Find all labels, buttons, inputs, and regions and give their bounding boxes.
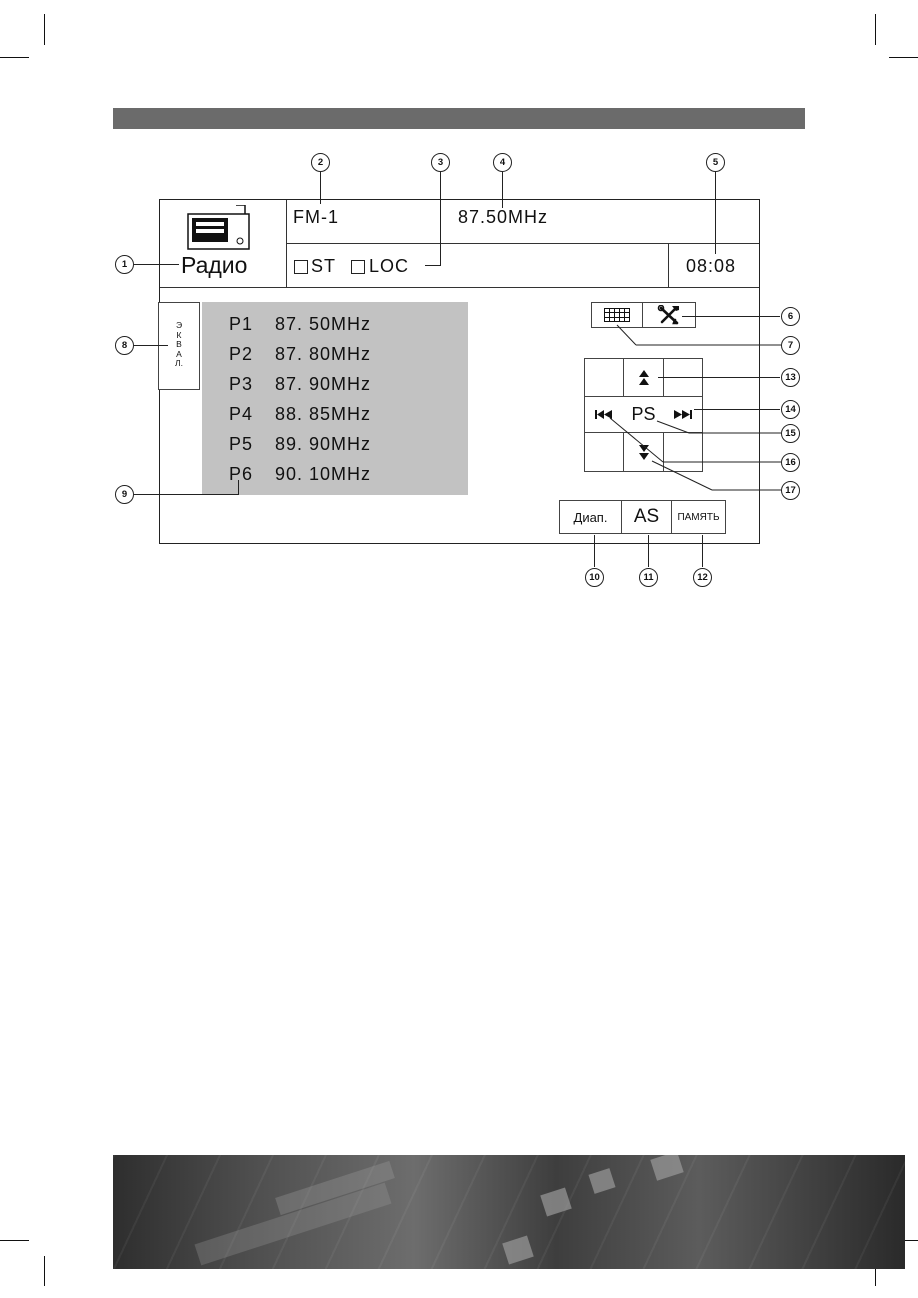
- leader-line: [440, 172, 441, 265]
- callout-9: 9: [115, 485, 134, 504]
- loc-indicator: LOC: [351, 256, 409, 277]
- crop-mark: [0, 1240, 29, 1241]
- leader-line: [658, 377, 780, 378]
- leader-line: [320, 172, 321, 204]
- memory-button[interactable]: ПАМЯТЬ: [671, 500, 726, 534]
- st-checkbox-icon: [294, 259, 308, 274]
- auto-store-button[interactable]: AS: [621, 500, 672, 534]
- prev-station-button[interactable]: [584, 396, 624, 433]
- footer-decorative-image: [113, 1155, 905, 1269]
- clock-display: 08:08: [686, 256, 737, 276]
- ps-button[interactable]: PS: [623, 396, 664, 433]
- leader-line: [425, 265, 441, 266]
- crop-mark: [0, 57, 29, 58]
- callout-14: 14: [781, 400, 800, 419]
- st-indicator: ST: [294, 256, 336, 277]
- callout-15: 15: [781, 424, 800, 443]
- callout-16: 16: [781, 453, 800, 472]
- leader-line: [715, 172, 716, 254]
- radio-label: Радио: [181, 252, 248, 278]
- leader-line: [702, 535, 703, 567]
- skip-back-icon: [595, 410, 612, 419]
- keypad-grid-icon: [604, 308, 630, 322]
- callout-17: 17: [781, 481, 800, 500]
- callout-4: 4: [493, 153, 512, 172]
- callout-7: 7: [781, 336, 800, 355]
- band-label: FM-1: [293, 207, 339, 227]
- leader-line: [594, 535, 595, 567]
- leader-line: [134, 345, 168, 346]
- radio-icon[interactable]: [187, 204, 253, 251]
- leader-line: [134, 264, 179, 265]
- callout-2: 2: [311, 153, 330, 172]
- next-station-button[interactable]: [663, 396, 703, 433]
- loc-checkbox-icon: [351, 259, 365, 274]
- callout-1: 1: [115, 255, 134, 274]
- leader-line: [694, 409, 780, 410]
- leader-line: [502, 172, 503, 208]
- leader-line: [648, 535, 649, 567]
- callout-10: 10: [585, 568, 604, 587]
- callout-6: 6: [781, 307, 800, 326]
- skip-forward-icon: [674, 410, 692, 419]
- loc-label: LOC: [369, 256, 410, 276]
- frequency-display: 87.50MHz: [458, 207, 549, 227]
- double-down-arrow-icon: [638, 445, 649, 460]
- tuning-pad-blank: [663, 432, 703, 472]
- tools-icon: [657, 305, 679, 325]
- callout-12: 12: [693, 568, 712, 587]
- double-up-arrow-icon: [638, 369, 649, 385]
- st-label: ST: [311, 256, 337, 276]
- leader-line: [238, 480, 239, 495]
- equalizer-letters: Э К В А Л.: [175, 320, 183, 368]
- callout-5: 5: [706, 153, 725, 172]
- equalizer-button[interactable]: Э К В А Л.: [158, 302, 200, 390]
- callout-3: 3: [431, 153, 450, 172]
- page-header-band: [113, 108, 805, 129]
- callout-11: 11: [639, 568, 658, 587]
- leader-lines-diagonal: [609, 324, 781, 491]
- callout-13: 13: [781, 368, 800, 387]
- leader-line: [682, 316, 780, 317]
- keypad-button[interactable]: [591, 302, 643, 328]
- crop-mark: [875, 1256, 876, 1286]
- crop-mark: [875, 14, 876, 45]
- crop-mark: [889, 57, 918, 58]
- leader-line: [134, 494, 238, 495]
- crop-mark: [44, 14, 45, 45]
- settings-button[interactable]: [642, 302, 696, 328]
- callout-8: 8: [115, 336, 134, 355]
- crop-mark: [44, 1256, 45, 1286]
